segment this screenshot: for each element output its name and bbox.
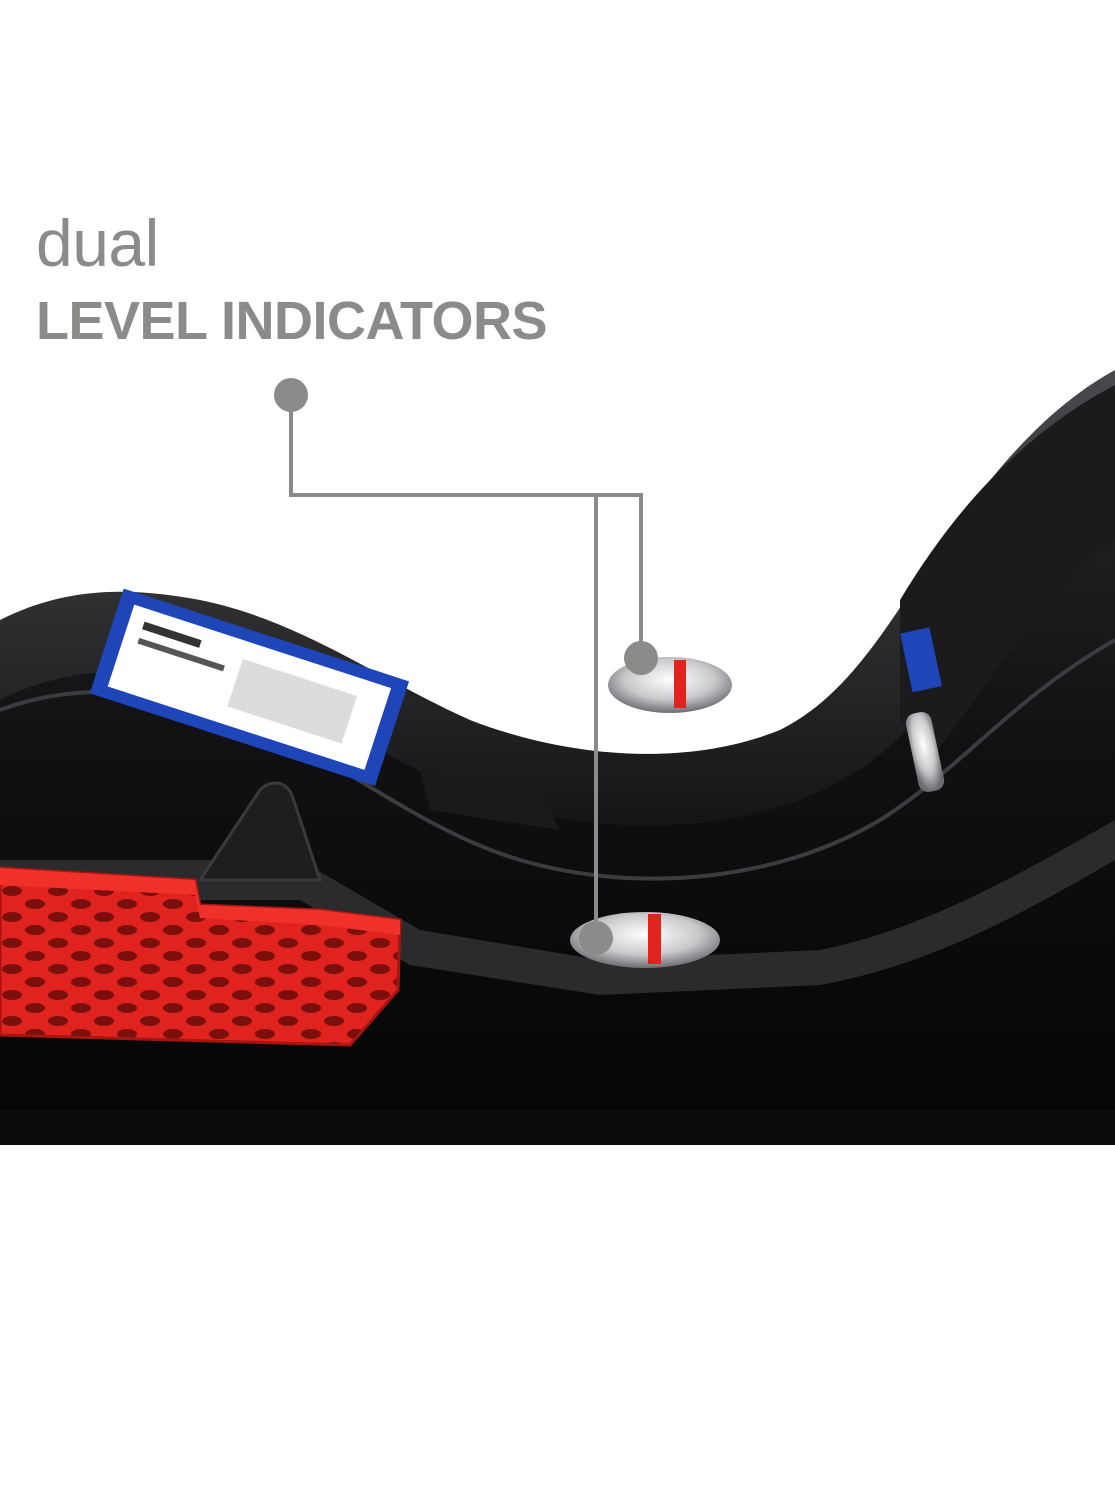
- belt-strap: [420, 770, 560, 830]
- red-foot-top-rail: [0, 868, 400, 935]
- instruction-label-right: [900, 627, 942, 693]
- base-fin: [197, 781, 323, 882]
- callout-dot-upper-indicator: [624, 641, 658, 675]
- chrome-latch: [905, 712, 945, 792]
- callout-dot-top: [274, 378, 308, 412]
- headline-line-2: LEVEL INDICATORS: [36, 291, 548, 351]
- instruction-label-left: [89, 588, 410, 786]
- base-back-frame: [900, 385, 1115, 760]
- headline-line-1: dual: [36, 206, 159, 280]
- headline: dual LEVEL INDICATORS: [36, 206, 548, 351]
- callout-leader: [289, 395, 643, 935]
- base-upper-rim: [0, 370, 1115, 826]
- callout-dot-lower-indicator: [579, 921, 613, 955]
